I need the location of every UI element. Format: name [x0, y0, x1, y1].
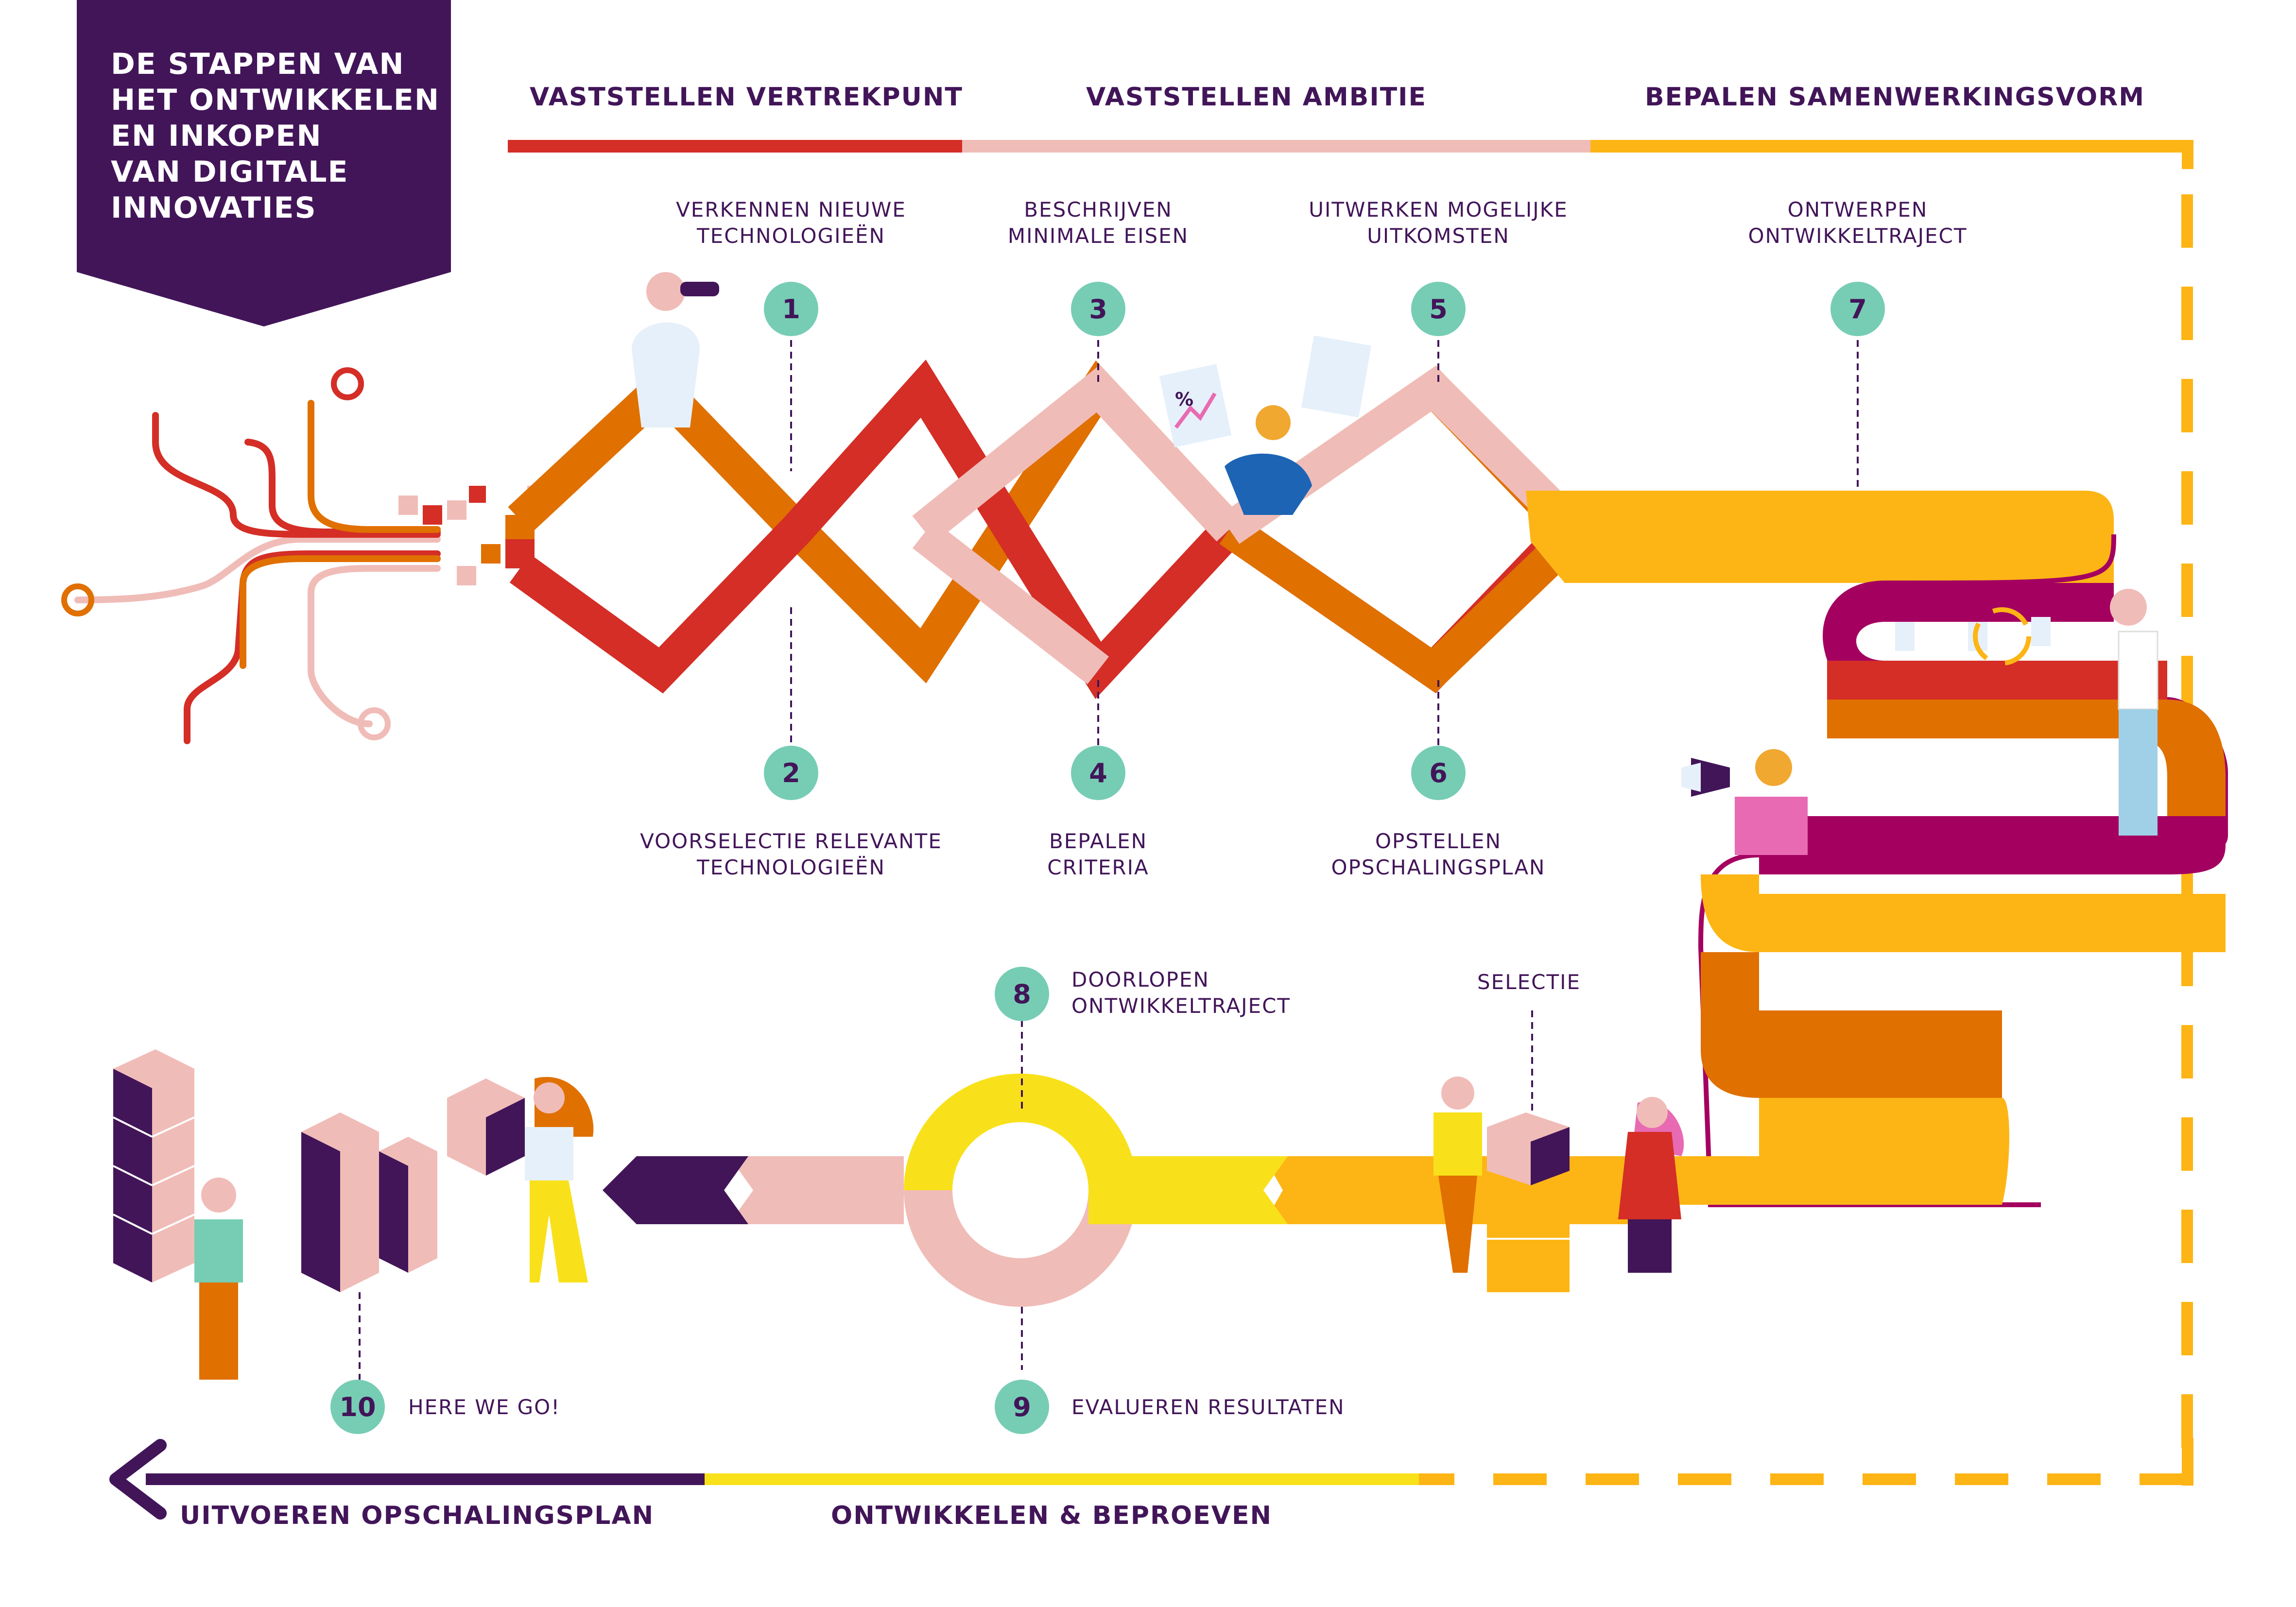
phase-bar-vertrekpunt: [508, 140, 962, 153]
pink-band-left: [729, 1156, 904, 1224]
step-9-badge: 9: [995, 1380, 1049, 1434]
cube-stack-mid: [301, 1112, 437, 1292]
step-3-line: MINIMALE EISEN: [1007, 224, 1189, 248]
step-1-line: VERKENNEN NIEUWE: [676, 198, 906, 222]
title-line: DE STAPPEN VAN: [111, 47, 405, 81]
figure-megaphone: [1681, 749, 1808, 855]
step-2-line: TECHNOLOGIEËN: [697, 855, 885, 879]
yellow-merge: [1526, 491, 2114, 549]
step-6-label: OPSTELLEN OPSCHALINGSPLAN: [1268, 828, 1608, 881]
step-10-label: HERE WE GO!: [408, 1395, 561, 1419]
step-4-badge: 4: [1071, 746, 1125, 800]
step-5-line: UITKOMSTEN: [1367, 224, 1510, 248]
root-node-orange: [61, 583, 94, 616]
cube-stack-selectie: [1487, 1112, 1570, 1292]
step-5-line: UITWERKEN MOGELIJKE: [1309, 198, 1568, 222]
chevron-arrow-yellow: [1263, 1156, 1380, 1224]
leader-lines: [359, 340, 1859, 1380]
figure-pointer: [1618, 1097, 1684, 1273]
step-8-badge: 8: [995, 967, 1049, 1021]
step-9-label: EVALUEREN RESULTATEN: [1071, 1395, 1345, 1419]
step-8-line: ONTWIKKELTRAJECT: [1071, 994, 1291, 1018]
figure-whiteboard: [1895, 589, 2158, 836]
bright-yellow-band: [1118, 1156, 1288, 1224]
figure-cube-holder: [525, 1077, 594, 1282]
step-6-line: OPSTELLEN: [1375, 829, 1502, 853]
step-1-label: VERKENNEN NIEUWE TECHNOLOGIEËN: [621, 197, 961, 249]
step-2-line: VOORSELECTIE RELEVANTE: [640, 829, 942, 853]
cube-stack-tall: [113, 1049, 195, 1282]
step-5-badge: 5: [1411, 282, 1466, 336]
bottom-arrow-head: [109, 1439, 167, 1520]
purple-arrow: [603, 1156, 748, 1224]
step-1-line: TECHNOLOGIEËN: [697, 224, 885, 248]
step-3-badge: 3: [1071, 282, 1125, 336]
step-8-label: DOORLOPEN ONTWIKKELTRAJECT: [1071, 967, 1291, 1019]
cube-held: [447, 1078, 525, 1176]
phase-label-ambitie: VASTSTELLEN AMBITIE: [1086, 83, 1427, 112]
zigzag-ribbons: [508, 359, 1568, 700]
step-1-badge: 1: [764, 282, 818, 336]
selectie-label: SELECTIE: [1477, 970, 1581, 994]
phase-label-vertrekpunt: VASTSTELLEN VERTREKPUNT: [530, 83, 963, 112]
phase-label-samenwerking: BEPALEN SAMENWERKINGSVORM: [1645, 83, 2145, 112]
figure-binoculars: [632, 272, 719, 427]
figure-cube-carrier: [194, 1178, 243, 1380]
phase-bar-samenwerking: [1590, 140, 2193, 153]
step-7-badge: 7: [1830, 282, 1885, 336]
evaluation-ring: [904, 1074, 1137, 1307]
percent-icon: %: [1175, 389, 1194, 410]
phase-label-ontwikkelen: ONTWIKKELEN & BEPROEVEN: [831, 1501, 1273, 1530]
page-title: DE STAPPEN VAN HET ONTWIKKELEN EN INKOPE…: [111, 46, 441, 226]
phase-bar-ontwikkelen: [705, 1473, 1419, 1485]
phase-bar-ambitie: [962, 140, 1590, 153]
title-line: HET ONTWIKKELEN: [111, 83, 440, 117]
title-line: INNOVATIES: [111, 191, 317, 225]
step-7-label: ONTWERPEN ONTWIKKELTRAJECT: [1688, 197, 2028, 249]
root-lines: [74, 400, 441, 744]
step-4-label: BEPALEN CRITERIA: [928, 828, 1268, 881]
title-line: EN INKOPEN: [111, 119, 322, 153]
figure-paper: [1159, 335, 1372, 515]
step-2-label: VOORSELECTIE RELEVANTE TECHNOLOGIEËN: [621, 828, 961, 881]
root-node-red: [331, 367, 364, 400]
root-node-pink: [358, 707, 391, 740]
step-6-badge: 6: [1411, 746, 1466, 800]
phase-bar-opschalen: [146, 1473, 705, 1485]
step-4-line: CRITERIA: [1047, 855, 1149, 879]
step-6-line: OPSCHALINGSPLAN: [1331, 855, 1546, 879]
step-8-line: DOORLOPEN: [1071, 968, 1209, 992]
step-3-label: BESCHRIJVEN MINIMALE EISEN: [928, 197, 1268, 249]
phase-label-opschalen: UITVOEREN OPSCHALINGSPLAN: [180, 1501, 655, 1530]
step-3-line: BESCHRIJVEN: [1024, 198, 1173, 222]
step-7-line: ONTWIKKELTRAJECT: [1748, 224, 1968, 248]
step-4-line: BEPALEN: [1049, 829, 1148, 853]
figure-selector: [1433, 1077, 1482, 1273]
step-10-badge: 10: [330, 1380, 385, 1434]
step-7-line: ONTWERPEN: [1787, 198, 1928, 222]
title-banner: [77, 0, 451, 326]
step-5-label: UITWERKEN MOGELIJKE UITKOMSTEN: [1268, 197, 1608, 249]
title-line: VAN DIGITALE: [111, 155, 349, 189]
step-2-badge: 2: [764, 746, 818, 800]
